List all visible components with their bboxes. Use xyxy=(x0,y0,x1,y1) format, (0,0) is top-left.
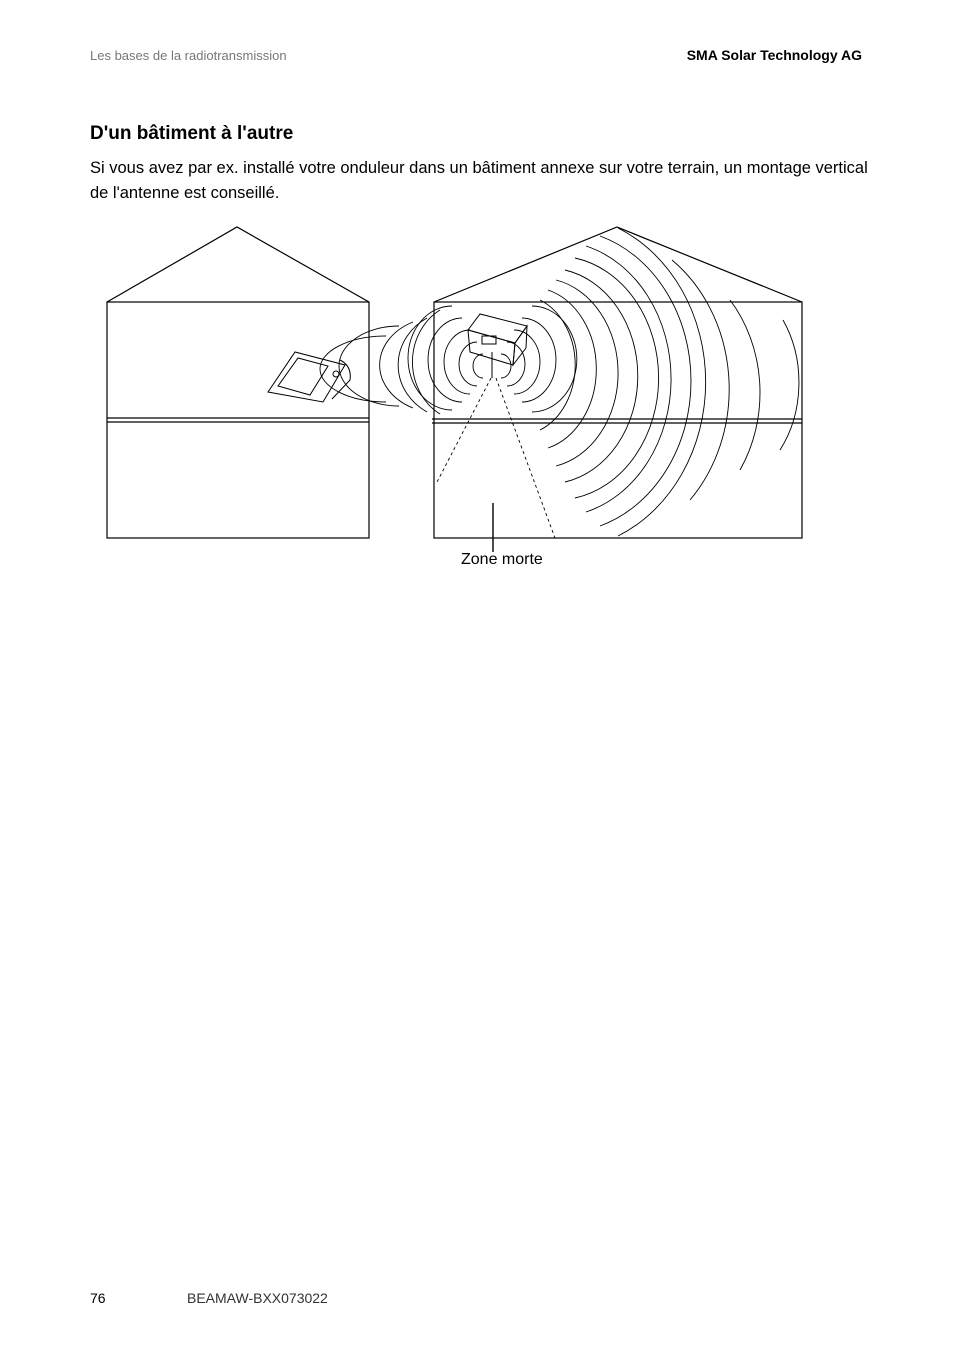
page-number: 76 xyxy=(90,1290,106,1306)
body-paragraph: Si vous avez par ex. installé votre ondu… xyxy=(90,159,868,202)
page-header-section: Les bases de la radiotransmission xyxy=(90,48,287,63)
left-house xyxy=(106,226,370,539)
display-device-icon xyxy=(267,351,351,403)
page-header-company: SMA Solar Technology AG xyxy=(686,47,862,63)
document-code: BEAMAW-BXX073022 xyxy=(187,1290,328,1306)
dead-zone-lines xyxy=(435,377,556,539)
building-illustration xyxy=(106,226,803,552)
section-title: D'un bâtiment à l'autre xyxy=(90,123,294,144)
right-house xyxy=(432,226,803,539)
radio-waves xyxy=(319,227,800,537)
inverter-icon xyxy=(467,313,528,378)
dead-zone-label: Zone morte xyxy=(461,551,543,568)
